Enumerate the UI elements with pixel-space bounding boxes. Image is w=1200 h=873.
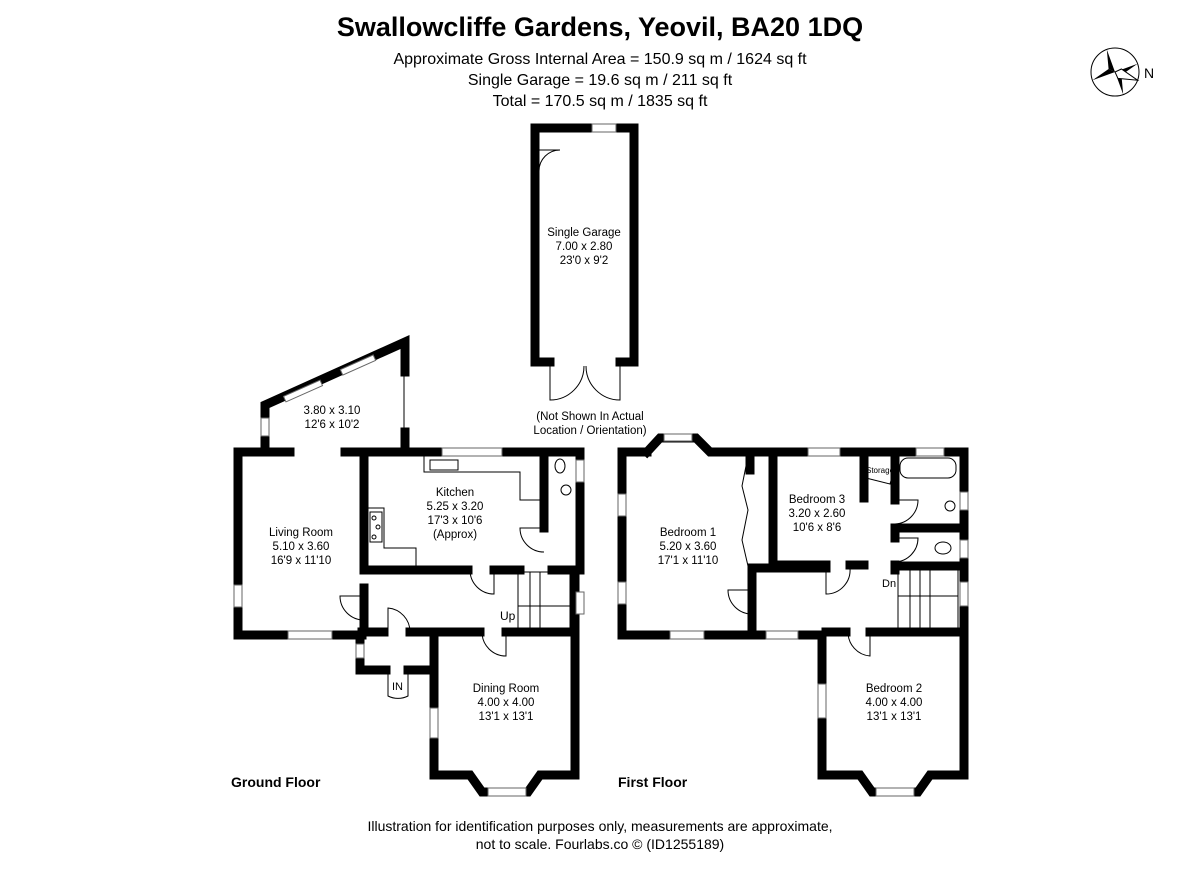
dining-room-metric: 4.00 x 4.00	[478, 697, 535, 709]
disclaimer-line-1: Illustration for identification purposes…	[367, 818, 833, 834]
first-stairs-label: Dn	[882, 578, 896, 590]
living-room-name: Living Room	[269, 527, 333, 539]
conservatory-imperial: 12'6 x 10'2	[305, 419, 360, 431]
bedroom-3-imperial: 10'6 x 8'6	[793, 522, 842, 534]
living-room-imperial: 16'9 x 11'10	[271, 555, 331, 567]
storage-label: Storage	[866, 466, 895, 475]
first-floor-label: First Floor	[618, 774, 688, 790]
ground-stairs	[517, 571, 571, 631]
dining-room-name: Dining Room	[473, 683, 539, 695]
living-room-metric: 5.10 x 3.60	[273, 541, 330, 553]
entrance-label: IN	[392, 681, 403, 693]
garage-note-1: (Not Shown In Actual	[536, 411, 643, 423]
ground-stairs-label: Up	[500, 609, 516, 623]
kitchen-metric: 5.25 x 3.20	[427, 501, 484, 513]
gross-area: Approximate Gross Internal Area = 150.9 …	[393, 51, 807, 68]
bedroom-3-metric: 3.20 x 2.60	[789, 508, 846, 520]
total-area: Total = 170.5 sq m / 1835 sq ft	[492, 93, 708, 110]
compass-rose-icon	[1090, 47, 1140, 97]
garage-plan: Single Garage 7.00 x 2.80 23'0 x 9'2 (No…	[530, 123, 647, 437]
kitchen-note: (Approx)	[433, 529, 477, 541]
kitchen-name: Kitchen	[436, 487, 474, 499]
kitchen-imperial: 17'3 x 10'6	[428, 515, 483, 527]
bedroom-2-metric: 4.00 x 4.00	[866, 697, 923, 709]
compass-north-label: N	[1144, 65, 1154, 81]
ground-floor-label: Ground Floor	[231, 774, 321, 790]
ground-floor-plan: Up IN 3.80 x 3.10 12'6 x 10'2 Living Roo…	[231, 335, 585, 797]
conservatory-metric: 3.80 x 3.10	[304, 405, 361, 417]
garage-note-2: Location / Orientation)	[533, 425, 646, 437]
bedroom-2-imperial: 13'1 x 13'1	[867, 711, 922, 723]
bedroom-1-imperial: 17'1 x 11'10	[658, 555, 718, 567]
dining-room-imperial: 13'1 x 13'1	[479, 711, 534, 723]
bedroom-1-metric: 5.20 x 3.60	[660, 541, 717, 553]
garage-name: Single Garage	[547, 227, 621, 239]
garage-area: Single Garage = 19.6 sq m / 211 sq ft	[467, 72, 733, 89]
bedroom-2-name: Bedroom 2	[866, 683, 922, 695]
garage-metric: 7.00 x 2.80	[556, 241, 613, 253]
first-stairs	[897, 569, 959, 631]
garage-imperial: 23'0 x 9'2	[560, 255, 609, 267]
bedroom-3-name: Bedroom 3	[789, 494, 845, 506]
bedroom-1-name: Bedroom 1	[660, 527, 716, 539]
first-floor-plan: Dn Storage Bedroom 1 5.20 x 3.60 17'1 x …	[617, 433, 969, 797]
disclaimer-line-2: not to scale. Fourlabs.co © (ID1255189)	[475, 836, 725, 852]
page-title: Swallowcliffe Gardens, Yeovil, BA20 1DQ	[336, 12, 864, 42]
